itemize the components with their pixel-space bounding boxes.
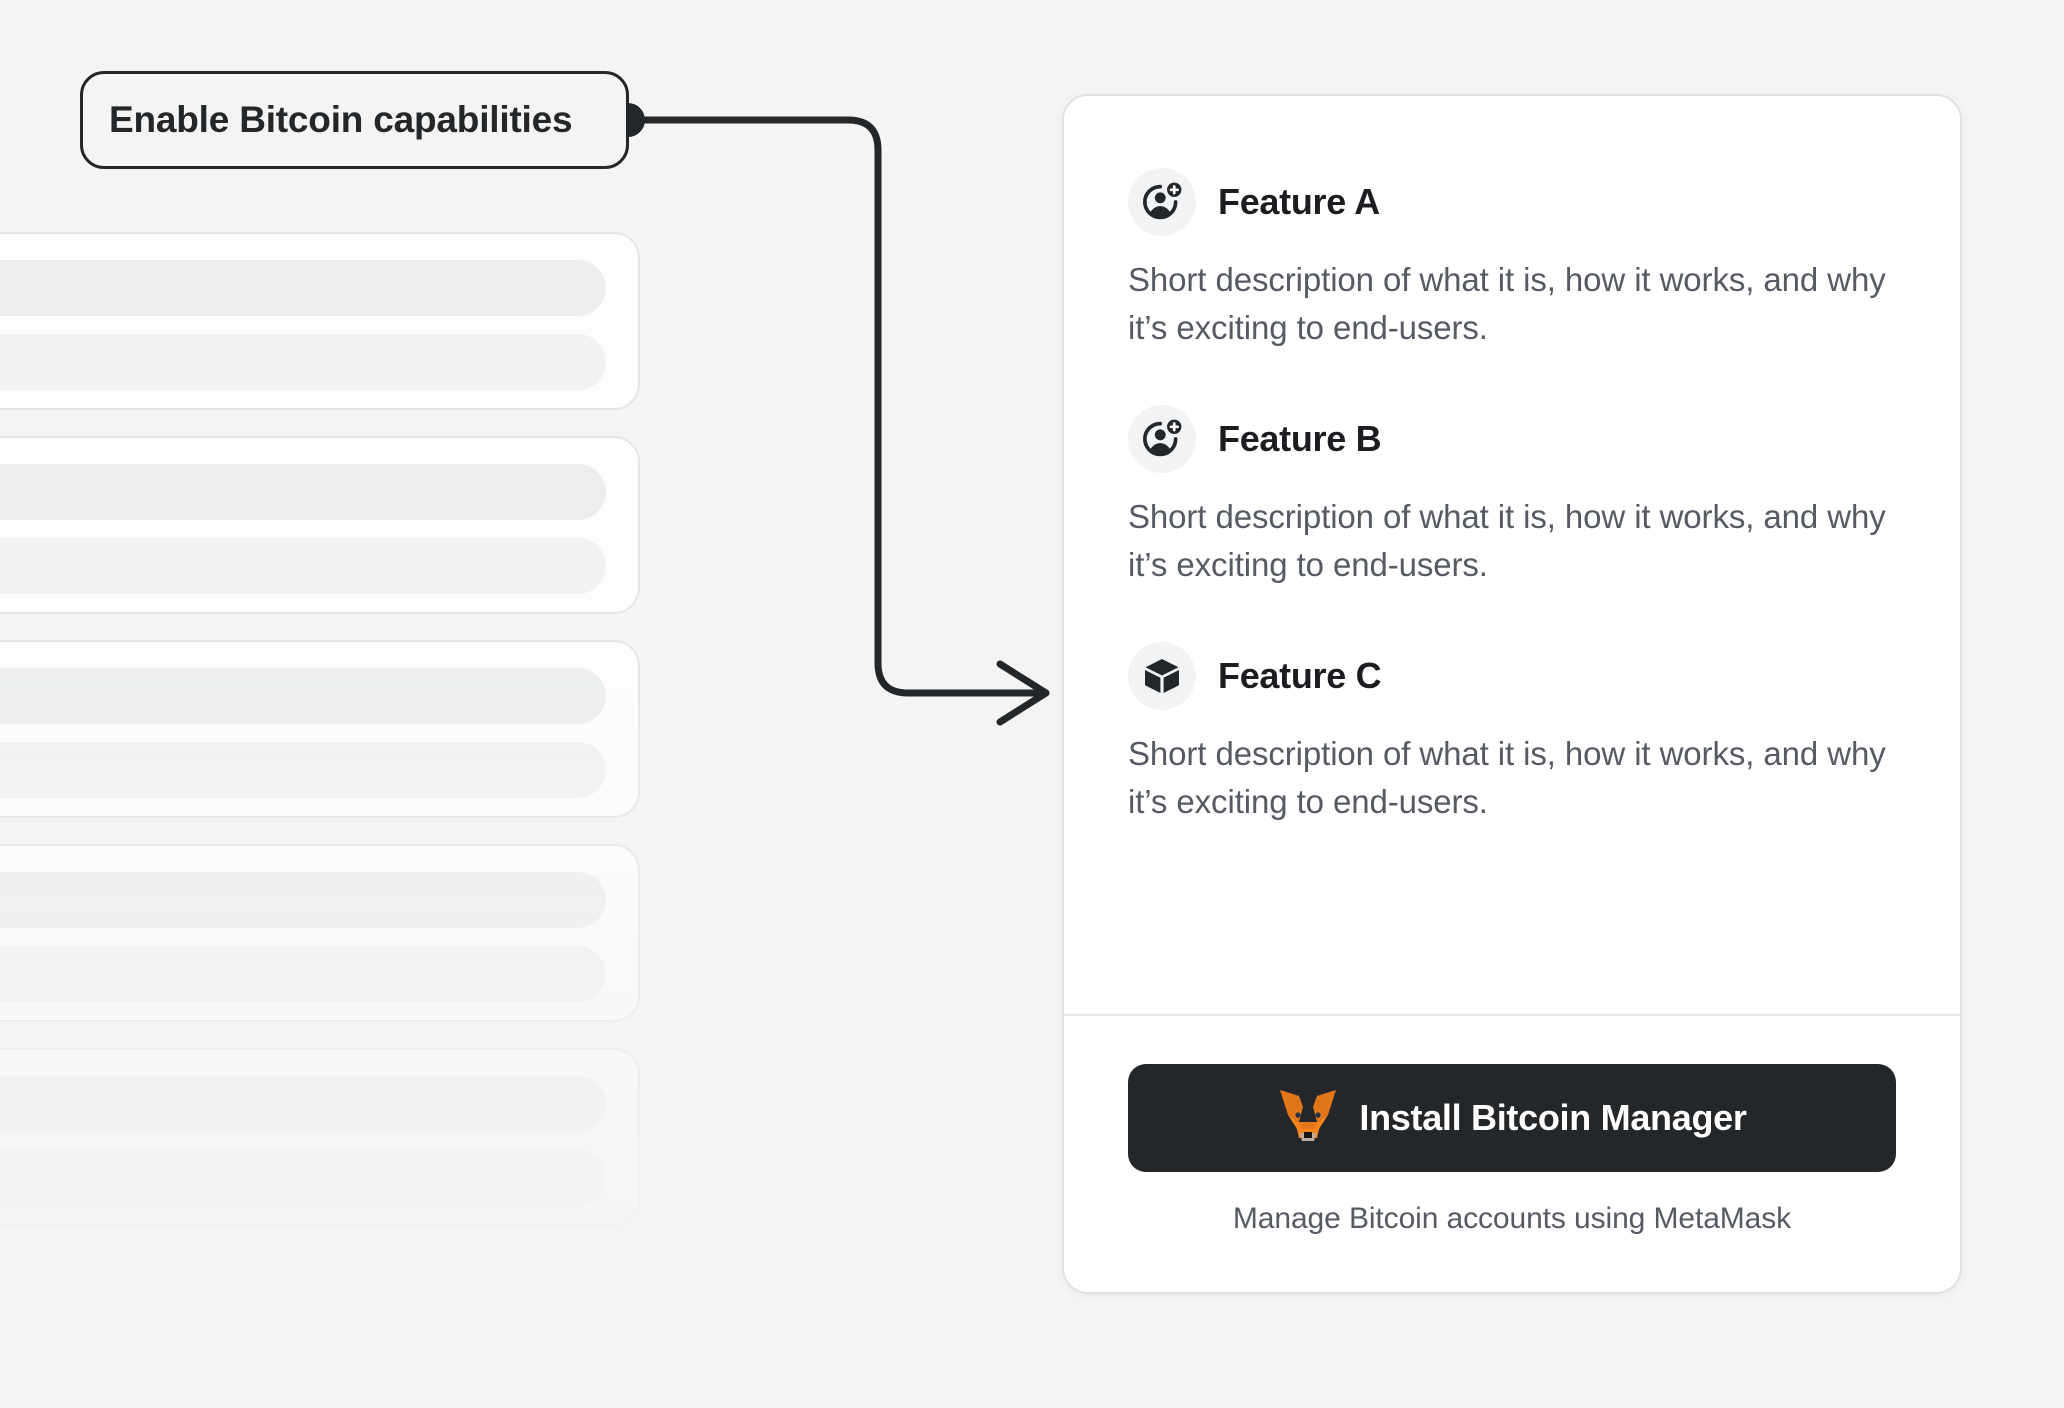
install-caption: Manage Bitcoin accounts using MetaMask — [1232, 1202, 1792, 1235]
skeleton-bar — [0, 538, 606, 594]
skeleton-bar — [0, 872, 606, 928]
feature-description: Short description of what it is, how it … — [1128, 261, 1886, 346]
skeleton-bar — [0, 1076, 606, 1132]
install-bitcoin-manager-button[interactable]: Install Bitcoin Manager — [1128, 1064, 1896, 1172]
skeleton-card — [0, 844, 640, 1022]
skeleton-bar — [0, 1150, 606, 1206]
feature-header: Feature A — [1128, 168, 1896, 236]
callout-label-pill: Enable Bitcoin capabilities — [80, 71, 629, 169]
feature-description: Short description of what it is, how it … — [1128, 498, 1886, 583]
callout-label-text: Enable Bitcoin capabilities — [109, 99, 573, 140]
feature-description: Short description of what it is, how it … — [1128, 735, 1886, 820]
feature-item-c: Feature C Short description of what it i… — [1128, 642, 1896, 825]
feature-item-b: Feature B Short description of what it i… — [1128, 405, 1896, 588]
feature-title: Feature C — [1218, 655, 1382, 697]
connector-path — [624, 116, 1044, 697]
skeleton-card — [0, 232, 640, 410]
skeleton-card-list — [0, 232, 640, 1408]
panel-footer: Install Bitcoin Manager Manage Bitcoin a… — [1064, 1016, 1960, 1292]
user-add-icon — [1128, 405, 1196, 474]
skeleton-bar — [0, 464, 606, 520]
cube-icon — [1128, 642, 1196, 711]
skeleton-bar — [0, 260, 606, 316]
feature-header: Feature C — [1128, 642, 1896, 711]
skeleton-bar — [0, 334, 606, 390]
skeleton-bar — [0, 668, 606, 724]
install-button-label: Install Bitcoin Manager — [1359, 1097, 1747, 1138]
feature-list: Feature A Short description of what it i… — [1064, 96, 1960, 968]
feature-header: Feature B — [1128, 405, 1896, 474]
skeleton-card — [0, 436, 640, 614]
feature-title: Feature A — [1218, 181, 1381, 222]
user-add-icon — [1128, 168, 1196, 236]
skeleton-card — [0, 1048, 640, 1226]
feature-title: Feature B — [1218, 418, 1382, 460]
skeleton-bar — [0, 946, 606, 1002]
panel-divider — [1064, 1014, 1960, 1016]
skeleton-bar — [0, 742, 606, 798]
skeleton-card — [0, 640, 640, 818]
feature-panel: Feature A Short description of what it i… — [1062, 94, 1962, 1294]
connector-arrowhead — [996, 660, 1050, 726]
metamask-fox-icon — [1277, 1088, 1339, 1149]
feature-item-a: Feature A Short description of what it i… — [1128, 168, 1896, 351]
